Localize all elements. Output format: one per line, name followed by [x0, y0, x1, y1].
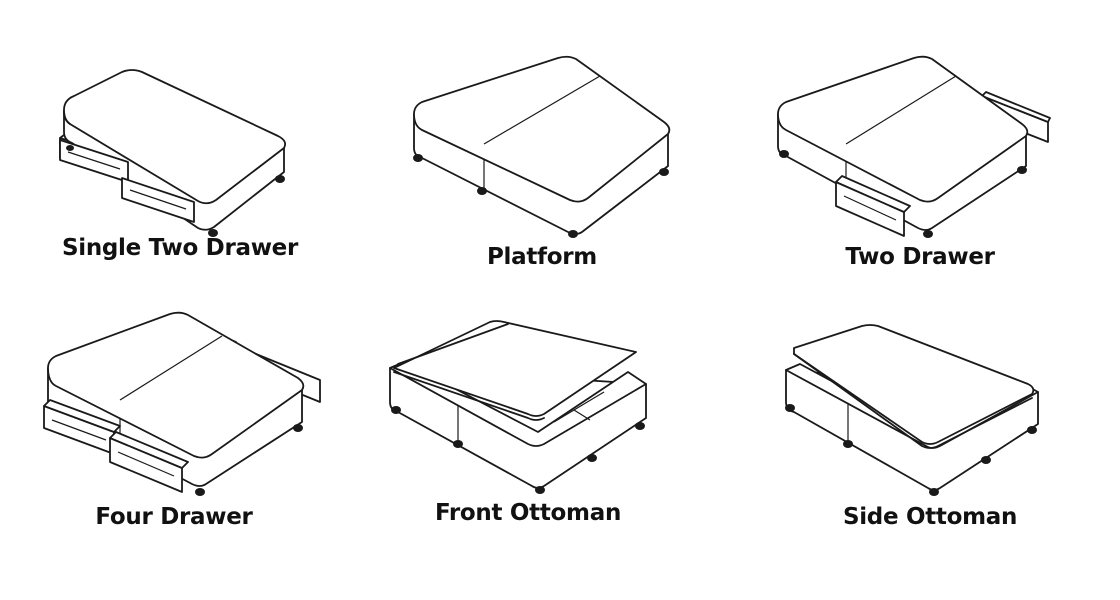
bed-type-label: Two Drawer: [845, 244, 995, 270]
bed-type-platform[interactable]: Platform: [392, 48, 692, 308]
bed-type-label: Four Drawer: [95, 504, 253, 530]
bed-type-label: Front Ottoman: [434, 500, 622, 526]
platform-bed-icon: [413, 48, 692, 238]
bed-type-front-ottoman[interactable]: Front Ottoman: [378, 306, 678, 566]
bed-type-label: Platform: [487, 244, 597, 270]
four-drawer-bed-icon: [24, 306, 324, 496]
bed-type-label: Side Ottoman: [842, 504, 1018, 530]
bed-type-two-drawer[interactable]: Two Drawer: [770, 48, 1070, 308]
bed-type-label: Single Two Drawer: [61, 235, 299, 261]
single-two-drawer-bed-icon: [30, 40, 330, 237]
bed-type-single-two-drawer[interactable]: Single Two Drawer: [30, 40, 330, 300]
two-drawer-bed-icon: [770, 48, 1070, 238]
front-ottoman-bed-icon: [378, 306, 678, 494]
bed-type-four-drawer[interactable]: Four Drawer: [24, 306, 324, 566]
side-ottoman-bed-icon: [785, 306, 1080, 496]
bed-type-side-ottoman[interactable]: Side Ottoman: [780, 306, 1080, 566]
